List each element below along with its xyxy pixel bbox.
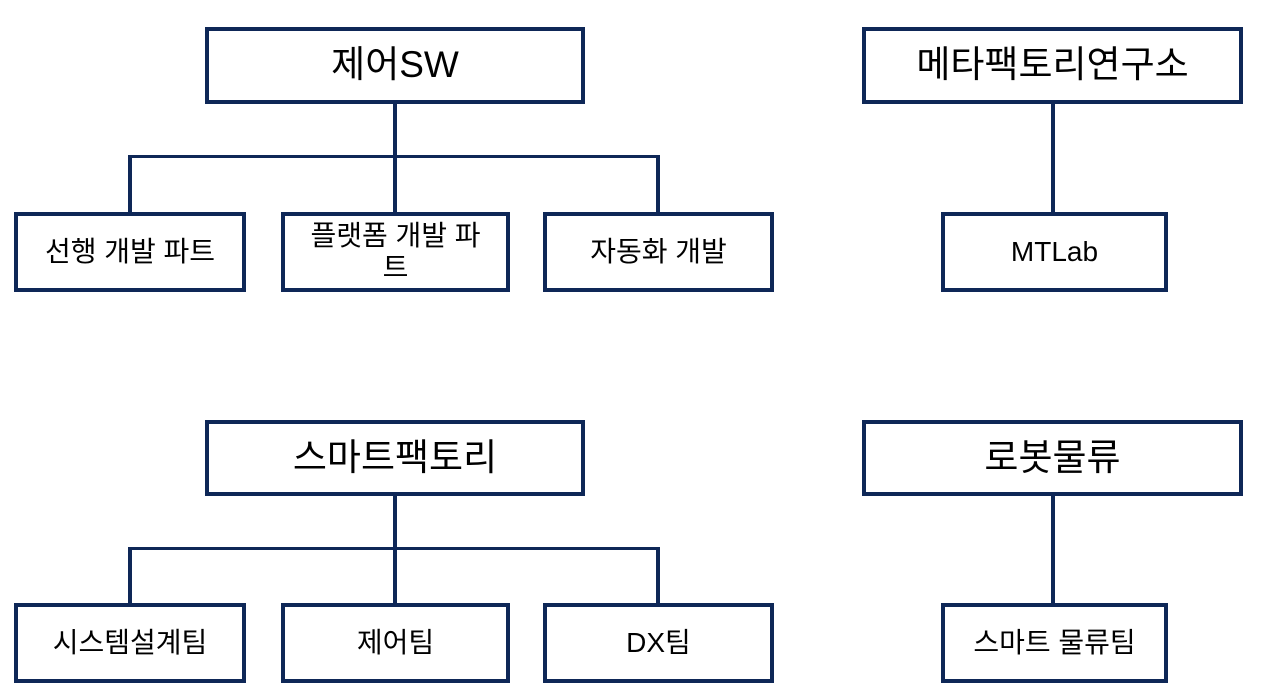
org-box-control-team: 제어팀 bbox=[281, 603, 510, 683]
connector-vertical bbox=[1051, 104, 1055, 212]
org-box-dx-team: DX팀 bbox=[543, 603, 774, 683]
org-box-label: MTLab bbox=[1010, 235, 1099, 267]
org-box-metafactory-research-lab: 메타팩토리연구소 bbox=[862, 27, 1243, 104]
org-box-label: 메타팩토리연구소 bbox=[916, 44, 1189, 86]
connector-horizontal bbox=[128, 155, 660, 158]
org-box-mtlab: MTLab bbox=[941, 212, 1168, 292]
org-box-label: 로봇물류 bbox=[984, 436, 1121, 478]
org-box-label: 제어SW bbox=[331, 44, 459, 86]
org-box-platform-dev-part: 플랫폼 개발 파트 bbox=[281, 212, 510, 292]
connector-vertical bbox=[128, 547, 132, 603]
org-box-label: 선행 개발 파트 bbox=[44, 235, 216, 267]
org-box-control-sw: 제어SW bbox=[205, 27, 585, 104]
org-box-label: 제어팀 bbox=[356, 626, 435, 658]
connector-vertical bbox=[1051, 496, 1055, 603]
org-box-label: 플랫폼 개발 파트 bbox=[310, 219, 481, 283]
org-box-label: 스마트팩토리 bbox=[292, 436, 498, 478]
org-box-system-design-team: 시스템설계팀 bbox=[14, 603, 246, 683]
connector-vertical bbox=[656, 155, 660, 212]
org-box-label: 시스템설계팀 bbox=[52, 626, 208, 658]
connector-vertical bbox=[128, 155, 132, 212]
org-box-advance-dev-part: 선행 개발 파트 bbox=[14, 212, 246, 292]
org-box-smart-factory: 스마트팩토리 bbox=[205, 420, 585, 496]
org-box-label: 자동화 개발 bbox=[590, 235, 727, 267]
org-box-automation-dev: 자동화 개발 bbox=[543, 212, 774, 292]
org-box-label: DX팀 bbox=[626, 626, 691, 658]
org-box-label: 스마트 물류팀 bbox=[973, 626, 1136, 658]
org-box-smart-logistics-team: 스마트 물류팀 bbox=[941, 603, 1168, 683]
connector-vertical bbox=[656, 547, 660, 603]
connector-vertical bbox=[393, 104, 397, 212]
connector-horizontal bbox=[128, 547, 660, 550]
org-box-robot-logistics: 로봇물류 bbox=[862, 420, 1243, 496]
